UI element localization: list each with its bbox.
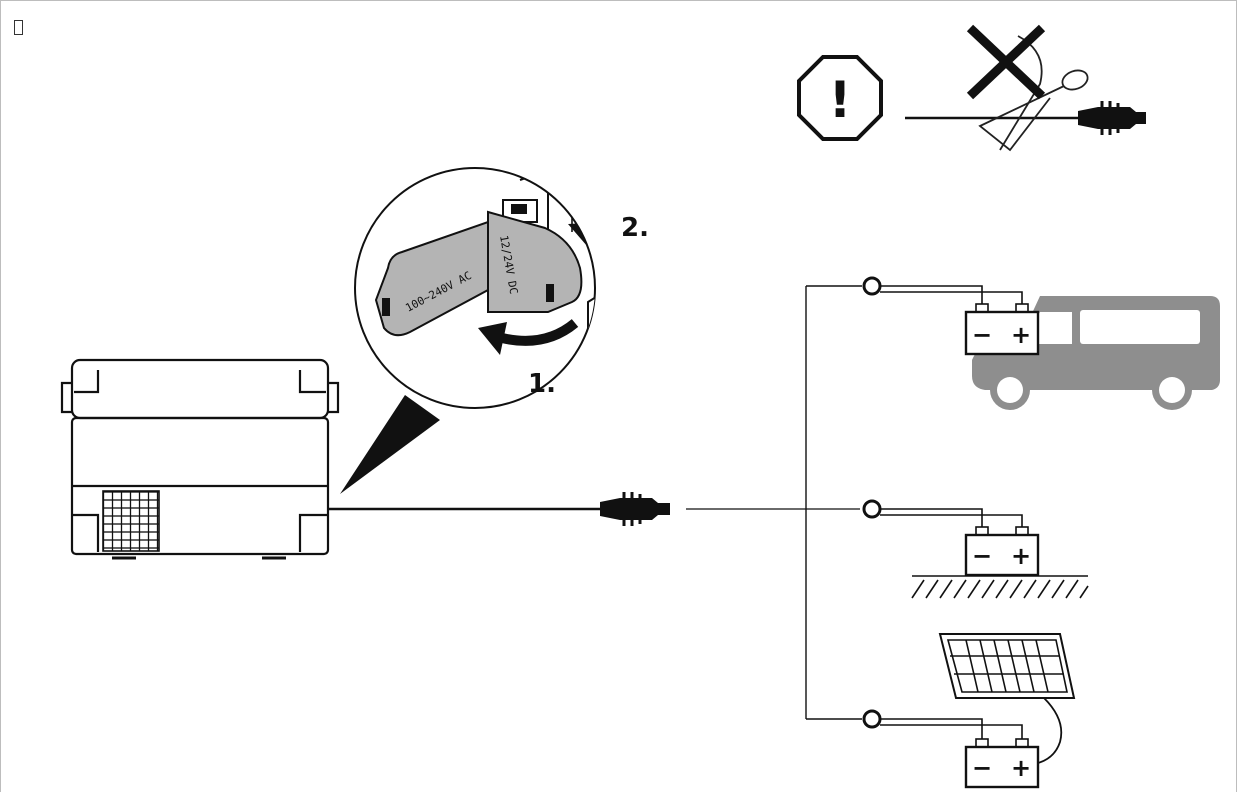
warning-octagon-icon: ! — [797, 55, 883, 141]
step-2-label: 2. — [621, 213, 649, 243]
battery-minus-label: − — [972, 542, 992, 570]
base-corner-left — [72, 513, 100, 552]
rotate-arrow — [500, 319, 579, 346]
battery-minus-label: − — [972, 321, 992, 349]
no-cutting-cable-icon — [905, 24, 1146, 152]
socket-flap-dc — [487, 210, 583, 313]
warning-symbol: ! — [829, 71, 852, 129]
dc-plug-detail — [587, 284, 595, 354]
lid-corner-right — [298, 370, 326, 394]
handle-left — [60, 381, 72, 414]
ground-hatch-icon — [911, 575, 1089, 599]
battery-plus-label: + — [1011, 542, 1031, 570]
battery-minus-label: − — [972, 754, 992, 782]
zoom-detail: 100~240V AC 12/24V DC — [374, 168, 595, 355]
solar-panel-icon — [938, 633, 1076, 765]
handle-right — [328, 381, 340, 414]
socket-flap-ac — [374, 220, 489, 337]
cool-box-lid — [70, 358, 330, 420]
cool-box — [60, 358, 340, 560]
step-1-label: 1. — [528, 369, 556, 399]
cigarette-lighter-plug-icon — [600, 492, 670, 526]
battery-plus-label: + — [1011, 754, 1031, 782]
missing-glyph-icon — [14, 20, 23, 35]
battery-icon: − + — [862, 499, 1040, 577]
rotate-arrow-head — [478, 322, 507, 355]
battery-icon: − + — [862, 276, 1040, 356]
callout-pointer — [340, 395, 440, 494]
distribution-bus — [805, 285, 862, 720]
base-corner-right — [298, 513, 328, 552]
main-cable — [328, 492, 860, 526]
battery-icon: − + — [862, 709, 1040, 789]
battery-plus-label: + — [1011, 321, 1031, 349]
lid-corner-left — [74, 370, 100, 394]
ventilation-grille — [102, 490, 160, 552]
